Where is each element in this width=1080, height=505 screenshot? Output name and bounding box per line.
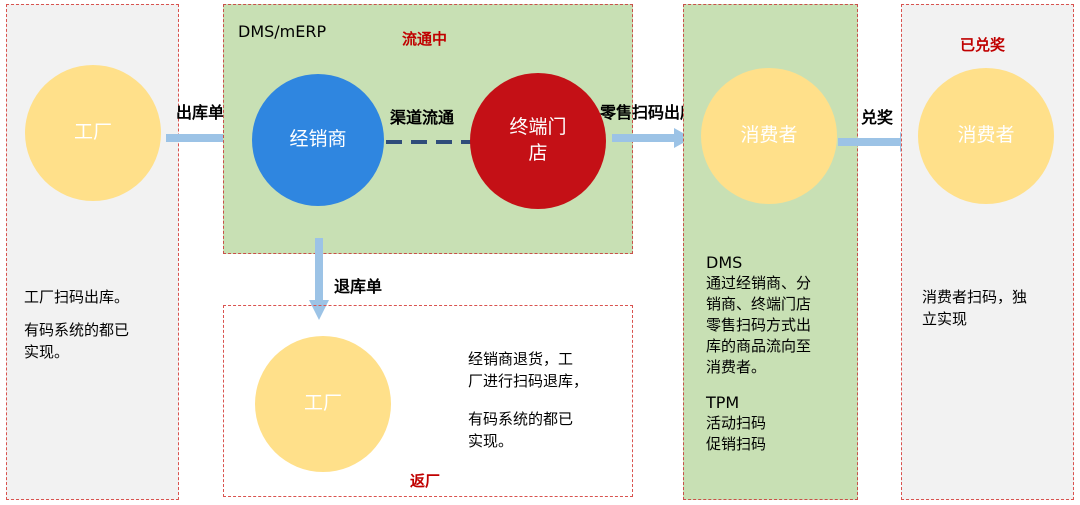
consumer-flow-description: DMS 通过经销商、分 销商、终端门店 零售扫码方式出 库的商品流向至 消费者。… [706, 253, 812, 453]
retail-scan-arrow [612, 128, 692, 148]
return-description: 经销商退货，工 厂进行扫码退库， 有码系统的都已 实现。 [468, 350, 589, 450]
consumer-circle-right: 消费者 [918, 68, 1054, 204]
return-to-factory-status: 返厂 [410, 472, 441, 490]
factory-description: 工厂扫码出库。 有码系统的都已 实现。 [24, 288, 130, 361]
redeem-label: 兑奖 [861, 108, 894, 127]
redeemed-description: 消费者扫码，独 立实现 [922, 288, 1028, 328]
return-panel [223, 305, 633, 497]
retail-scan-label: 零售扫码出库 [600, 103, 697, 122]
consumer-circle-mid: 消费者 [701, 68, 837, 204]
factory-circle: 工厂 [25, 65, 161, 201]
dms-merp-title: DMS/mERP [238, 22, 327, 41]
dealer-circle: 经销商 [252, 74, 384, 206]
channel-dashed-line [386, 140, 472, 144]
channel-label: 渠道流通 [390, 108, 455, 127]
return-order-label: 退库单 [334, 277, 383, 296]
return-factory-circle: 工厂 [255, 336, 391, 472]
terminal-store-circle: 终端门 店 [470, 73, 606, 209]
redeemed-status: 已兑奖 [960, 36, 1006, 54]
circulation-status: 流通中 [402, 30, 448, 48]
outbound-order-label: 出库单 [176, 103, 225, 122]
